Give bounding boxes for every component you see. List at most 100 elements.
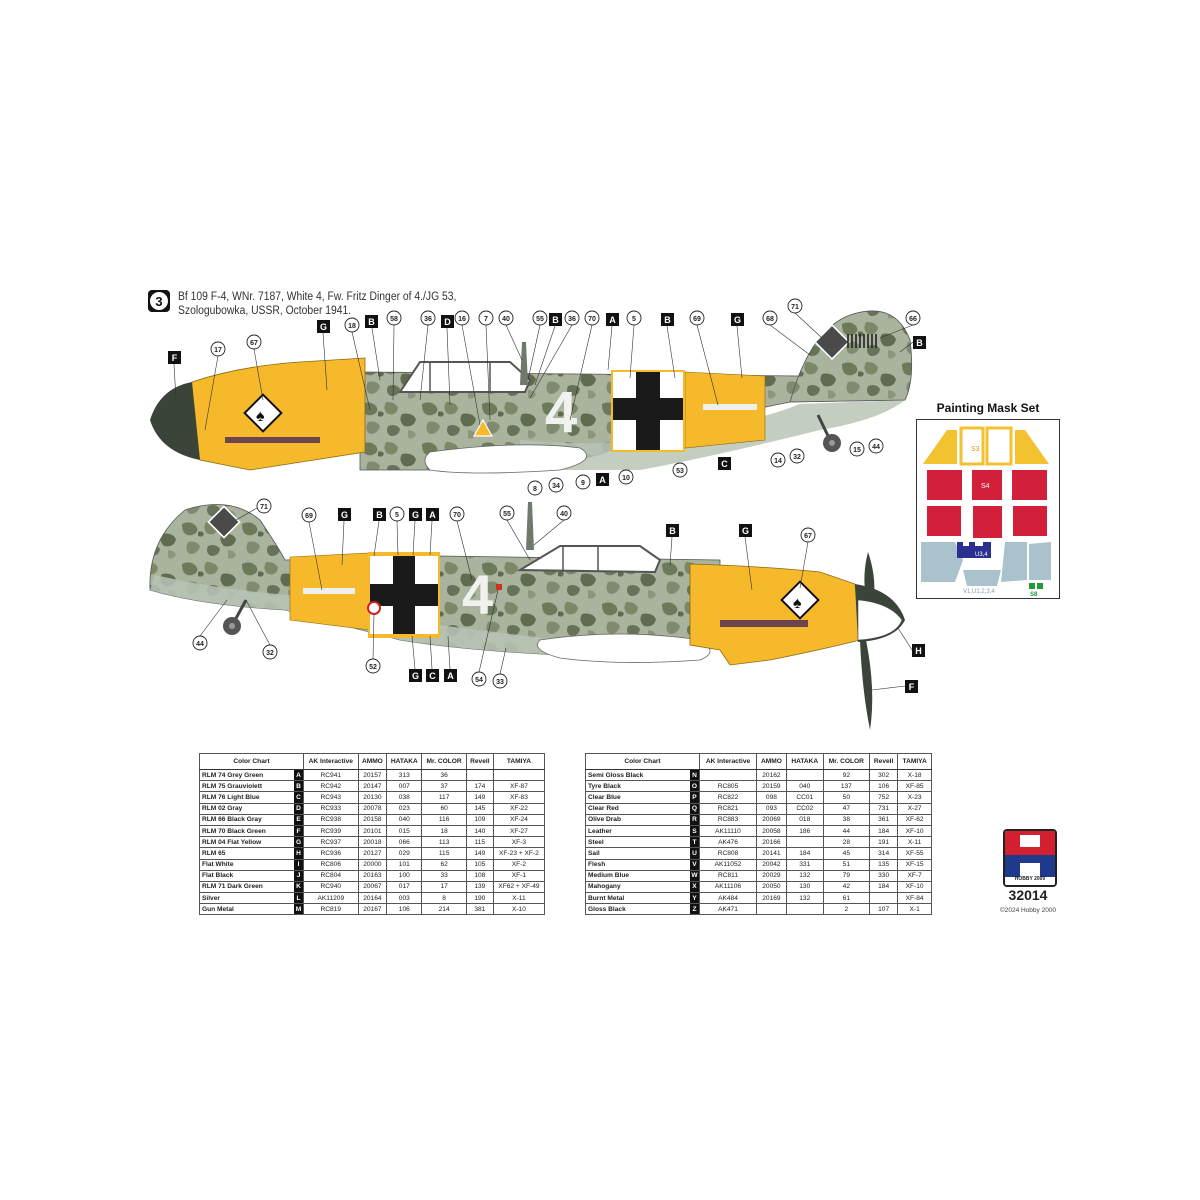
svg-text:♠: ♠ bbox=[793, 595, 802, 612]
cell-ak: RC821 bbox=[699, 802, 757, 815]
svg-text:B: B bbox=[916, 338, 923, 348]
svg-text:H: H bbox=[915, 646, 922, 656]
svg-text:66: 66 bbox=[909, 316, 917, 323]
cell-mrcolor: 38 bbox=[822, 813, 871, 826]
cell-tamiya: XF-62 bbox=[897, 813, 932, 826]
cell-name: RLM 74 Grey Green bbox=[199, 768, 295, 782]
cell-mrcolor: 113 bbox=[421, 836, 467, 849]
svg-text:52: 52 bbox=[369, 664, 377, 671]
svg-text:44: 44 bbox=[196, 641, 204, 648]
cell-tamiya bbox=[492, 768, 546, 782]
svg-text:18: 18 bbox=[348, 323, 356, 330]
cell-name: Medium Blue bbox=[585, 869, 690, 882]
cell-mrcolor: 92 bbox=[822, 768, 871, 782]
mask-label-u34: U3,4 bbox=[975, 552, 988, 558]
header-ammo: AMMO bbox=[357, 753, 388, 770]
svg-text:17: 17 bbox=[214, 347, 222, 354]
cell-tamiya: XF-55 bbox=[897, 847, 932, 860]
cell-ammo: 20050 bbox=[755, 880, 787, 894]
cell-revell: 184 bbox=[869, 824, 899, 838]
svg-text:5: 5 bbox=[632, 316, 636, 323]
cell-code: D bbox=[294, 802, 305, 815]
cell-revell: 140 bbox=[465, 824, 494, 838]
cell-ammo: 20163 bbox=[357, 869, 388, 882]
svg-text:55: 55 bbox=[503, 511, 511, 518]
cell-name: Silver bbox=[199, 892, 295, 905]
cell-code: I bbox=[294, 858, 305, 871]
cell-name: Gloss Black bbox=[585, 903, 690, 916]
color-chart-table-right: Color Chart AK Interactive AMMO HATAKA M… bbox=[585, 753, 932, 916]
svg-text:G: G bbox=[320, 322, 327, 332]
cell-hataka: 106 bbox=[386, 903, 423, 916]
cell-code: T bbox=[690, 836, 700, 849]
cell-hataka: 066 bbox=[386, 836, 423, 849]
svg-text:C: C bbox=[721, 459, 728, 469]
cell-revell: 139 bbox=[465, 880, 494, 894]
header-color-chart: Color Chart bbox=[198, 753, 305, 770]
cell-ammo: 20042 bbox=[755, 858, 787, 871]
profile-title-line1: Bf 109 F-4, WNr. 7187, White 4, Fw. Frit… bbox=[178, 291, 457, 303]
svg-text:A: A bbox=[429, 510, 436, 520]
cell-name: RLM 04 Flat Yellow bbox=[199, 836, 295, 849]
cell-revell: 115 bbox=[465, 836, 494, 849]
cell-name: Semi Gloss Black bbox=[585, 768, 690, 782]
svg-text:40: 40 bbox=[502, 316, 510, 323]
cell-ak: AK476 bbox=[699, 836, 757, 849]
cell-ak: RC936 bbox=[303, 847, 359, 860]
cell-code: A bbox=[294, 768, 305, 782]
cell-code: F bbox=[294, 824, 305, 838]
cell-tamiya: X-27 bbox=[897, 802, 932, 815]
svg-text:34: 34 bbox=[552, 483, 560, 490]
cell-ak: RC937 bbox=[303, 836, 359, 849]
cell-ak: RC808 bbox=[699, 847, 757, 860]
cell-revell: 135 bbox=[869, 858, 899, 871]
svg-text:33: 33 bbox=[496, 679, 504, 686]
cell-revell: 149 bbox=[465, 847, 494, 860]
mask-label-s8: S8 bbox=[1030, 592, 1038, 598]
cell-hataka bbox=[785, 768, 824, 782]
mask-label-s3: S3 bbox=[971, 446, 980, 453]
cell-ammo: 098 bbox=[755, 791, 787, 804]
svg-text:5: 5 bbox=[395, 512, 399, 519]
cell-tamiya: X-1 bbox=[897, 903, 932, 916]
cell-revell: 731 bbox=[869, 802, 899, 815]
svg-text:C: C bbox=[429, 671, 436, 681]
cell-tamiya: XF-10 bbox=[897, 880, 932, 894]
cell-name: RLM 71 Dark Green bbox=[199, 880, 295, 894]
cell-name: Mahogany bbox=[585, 880, 690, 894]
cell-hataka: CC01 bbox=[785, 791, 824, 804]
cell-tamiya: X-11 bbox=[492, 892, 546, 905]
header-ak: AK Interactive bbox=[699, 753, 757, 770]
svg-text:9: 9 bbox=[581, 480, 585, 487]
svg-text:B: B bbox=[376, 510, 383, 520]
header-hataka: HATAKA bbox=[386, 753, 423, 770]
cell-mrcolor: 45 bbox=[822, 847, 871, 860]
svg-text:D: D bbox=[444, 317, 451, 327]
header-mrcolor: Mr. COLOR bbox=[822, 753, 871, 770]
cell-tamiya: XF-15 bbox=[897, 858, 932, 871]
cell-name: Flat Black bbox=[199, 869, 295, 882]
table-header-row: Color Chart AK Interactive AMMO HATAKA M… bbox=[585, 753, 932, 770]
svg-text:B: B bbox=[368, 317, 375, 327]
cell-revell bbox=[869, 892, 899, 905]
cell-name: Leather bbox=[585, 824, 690, 838]
cell-mrcolor: 116 bbox=[421, 813, 467, 826]
cell-tamiya: XF-84 bbox=[897, 892, 932, 905]
table-header-row: Color Chart AK Interactive AMMO HATAKA M… bbox=[198, 753, 546, 770]
svg-text:A: A bbox=[447, 671, 454, 681]
cell-name: Steel bbox=[585, 836, 690, 849]
cell-code: O bbox=[690, 780, 700, 793]
svg-text:32: 32 bbox=[266, 650, 274, 657]
cell-revell: 106 bbox=[869, 780, 899, 793]
cell-hataka: 023 bbox=[386, 802, 423, 815]
svg-text:G: G bbox=[412, 510, 419, 520]
svg-text:36: 36 bbox=[568, 316, 576, 323]
cell-mrcolor: 50 bbox=[822, 791, 871, 804]
copyright: ©2024 Hobby 2000 bbox=[999, 907, 1057, 914]
